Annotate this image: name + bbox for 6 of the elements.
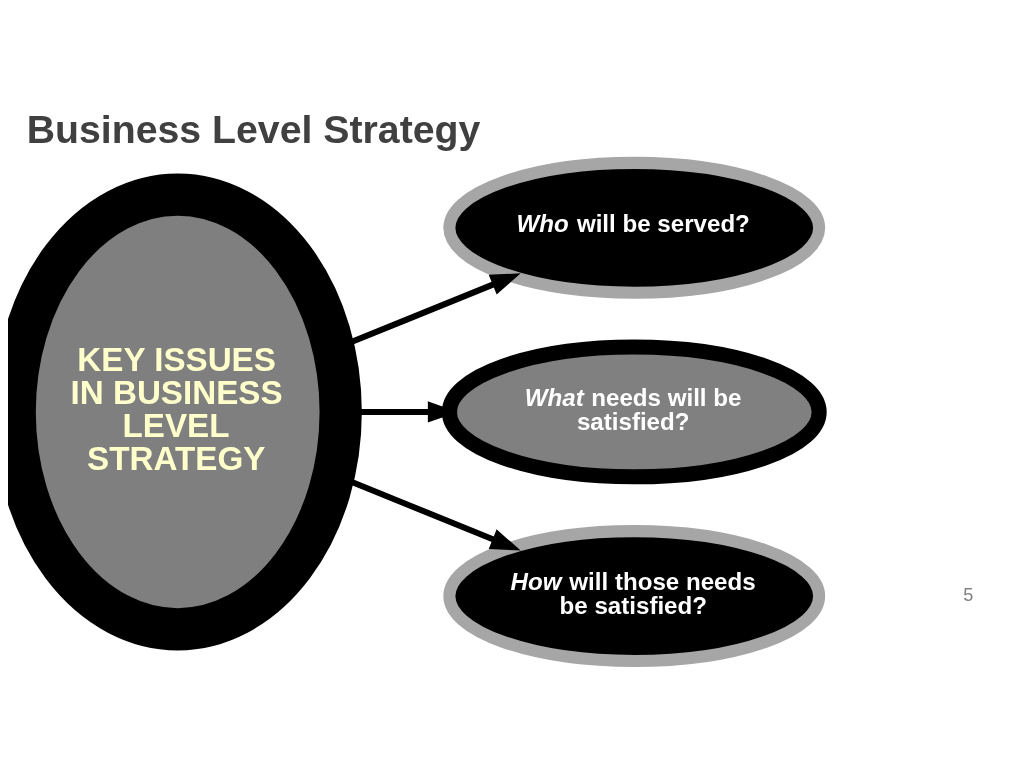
diagram-title: Business Level Strategy xyxy=(26,106,481,151)
node-ellipse: Who will be served? xyxy=(443,156,826,299)
node-ellipse: What needs will be satisfied? xyxy=(441,339,827,485)
node-ellipse: How will those needs be satisfied? xyxy=(443,525,826,667)
node-ellipse: KEY ISSUES IN BUSINESS LEVEL STRATEGY xyxy=(8,173,362,651)
label: 5 xyxy=(963,584,974,605)
